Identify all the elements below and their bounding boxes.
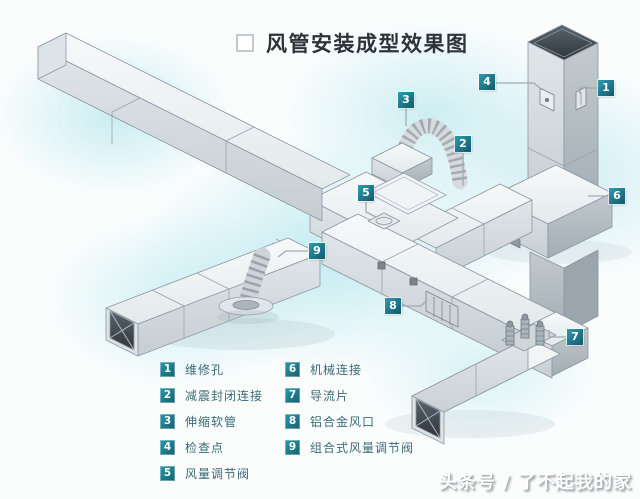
- diagram-marker-6: 6: [609, 188, 625, 204]
- legend-column-left: 1 维修孔 2 减震封闭连接 3 伸缩软管 4 检查点 5 风量调节阀: [160, 356, 263, 486]
- diagram-marker-5: 5: [358, 185, 374, 201]
- ceiling-plate: [365, 172, 447, 215]
- legend-item-label: 减震封闭连接: [185, 388, 264, 403]
- latch: [377, 261, 386, 270]
- right-branch-duct: [403, 183, 533, 281]
- legend-column-right: 6 机械连接 7 导流片 8 铝合金风口 9 组合式风量调节阀: [285, 356, 414, 460]
- legend-item-3: 3 伸缩软管: [160, 408, 263, 434]
- diagram-marker-9: 9: [309, 243, 325, 259]
- legend-item-9: 9 组合式风量调节阀: [285, 434, 414, 460]
- legend-item-6: 6 机械连接: [285, 356, 414, 382]
- diagram-marker-3: 3: [398, 92, 414, 108]
- legend-item-1: 1 维修孔: [160, 356, 263, 382]
- legend-item-label: 铝合金风口: [310, 414, 376, 429]
- legend-item-2: 2 减震封闭连接: [160, 382, 263, 408]
- spiral-drop-duct: [217, 247, 279, 324]
- legend-item-label: 导流片: [310, 388, 350, 403]
- watermark-text: 头条号 / 了不起我的家: [438, 472, 632, 493]
- bottom-right-duct: [411, 337, 561, 445]
- legend-item-label: 维修孔: [185, 362, 225, 377]
- hose-diffuser-box: [365, 142, 447, 230]
- diagram-marker-8: 8: [385, 298, 401, 314]
- legend-number-badge: 1: [160, 361, 175, 377]
- legend-item-label: 风量调节阀: [185, 466, 251, 481]
- main-duct-topleft: [37, 32, 351, 222]
- diagram-marker-1: 1: [598, 80, 614, 96]
- diagram-marker-7: 7: [567, 329, 583, 345]
- page-title-text: 风管安装成型效果图: [266, 32, 469, 56]
- latch: [409, 277, 418, 286]
- callout-lines: [277, 82, 608, 338]
- legend-number-badge: 9: [285, 439, 300, 455]
- legend-item-4: 4 检查点: [160, 434, 263, 460]
- legend-number-badge: 6: [285, 361, 300, 377]
- coil-valve-assembly: [501, 313, 557, 352]
- diagram-marker-2: 2: [455, 136, 471, 152]
- legend-item-label: 机械连接: [310, 362, 363, 377]
- legend-number-badge: 3: [160, 413, 175, 429]
- legend-number-badge: 8: [285, 413, 300, 429]
- legend-item-label: 组合式风量调节阀: [310, 440, 415, 455]
- legend-item-label: 伸缩软管: [185, 414, 238, 429]
- legend-number-badge: 4: [160, 439, 175, 455]
- square-bullet-icon: [236, 34, 254, 52]
- legend-item-5: 5 风量调节阀: [160, 460, 263, 486]
- legend-number-badge: 5: [160, 465, 175, 481]
- legend-item-label: 检查点: [185, 440, 225, 455]
- legend-item-7: 7 导流片: [285, 382, 414, 408]
- legend-number-badge: 7: [285, 387, 300, 403]
- diagram-marker-4: 4: [479, 74, 495, 90]
- legend-number-badge: 2: [160, 387, 175, 403]
- legend-item-8: 8 铝合金风口: [285, 408, 414, 434]
- page-title: 风管安装成型效果图: [236, 28, 469, 58]
